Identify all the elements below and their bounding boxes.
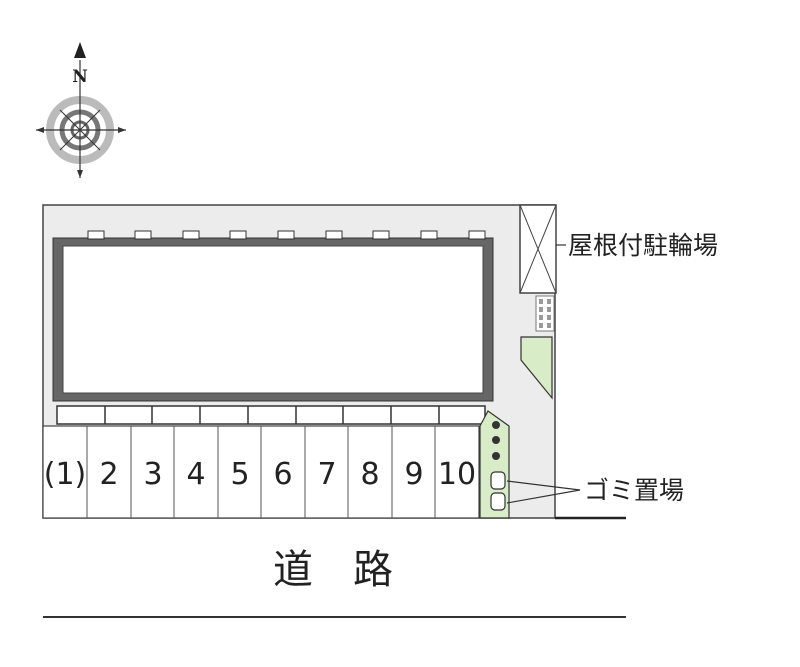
parking-space-label: 8 bbox=[360, 457, 379, 492]
compass-icon bbox=[36, 42, 126, 178]
garbage-area-leader bbox=[506, 480, 581, 504]
road-label: 道 路 bbox=[273, 547, 393, 593]
shrub-icon bbox=[492, 452, 500, 460]
side-planting bbox=[520, 336, 553, 400]
bicycle-parking-icon bbox=[519, 204, 557, 294]
parking-space-label: 10 bbox=[438, 457, 476, 492]
meter-grid-icon bbox=[535, 295, 555, 332]
garbage-bin-icon bbox=[490, 471, 506, 490]
balcony-tabs bbox=[87, 230, 486, 240]
parking-space-label: 6 bbox=[273, 457, 292, 492]
north-label: N bbox=[72, 67, 88, 87]
parking-space-label: 9 bbox=[404, 457, 423, 492]
parking-space-label: 5 bbox=[230, 457, 249, 492]
shrub-icon bbox=[492, 436, 500, 444]
parking-area: (1) 2 3 4 5 6 7 8 9 10 bbox=[42, 425, 480, 519]
shrub-icon bbox=[492, 421, 500, 429]
entry-strip bbox=[56, 405, 486, 425]
parking-space-label: 7 bbox=[317, 457, 336, 492]
green-strip bbox=[479, 410, 510, 519]
bicycle-parking-label: 屋根付駐輪場 bbox=[568, 231, 718, 260]
parking-space-label: 4 bbox=[186, 457, 205, 492]
parking-space-label: (1) bbox=[44, 457, 87, 492]
garbage-area-label: ゴミ置場 bbox=[584, 476, 684, 505]
building bbox=[52, 230, 494, 402]
parking-space-label: 2 bbox=[99, 457, 118, 492]
garbage-bin-icon bbox=[490, 492, 506, 511]
parking-space-label: 3 bbox=[143, 457, 162, 492]
